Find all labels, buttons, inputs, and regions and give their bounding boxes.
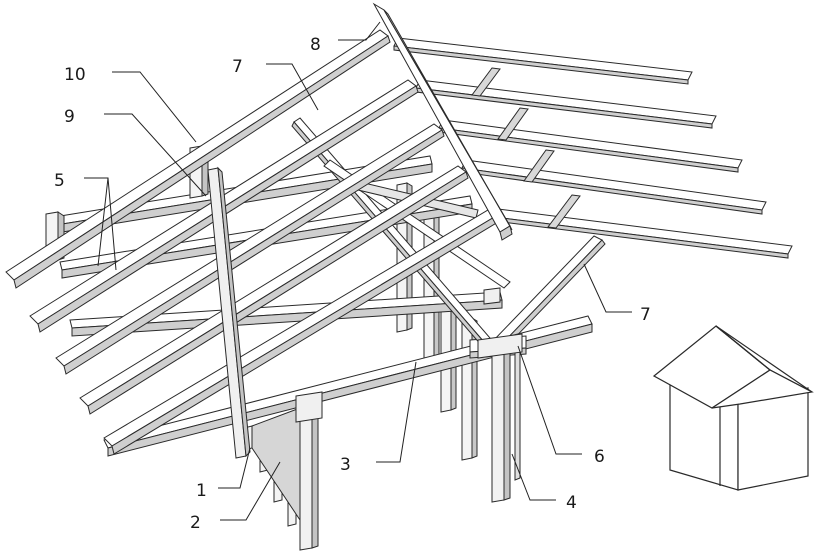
leader-line-7b (583, 263, 632, 313)
rafter (87, 171, 469, 415)
rafter (438, 119, 743, 169)
rafter (415, 79, 717, 125)
rafter (393, 37, 693, 81)
ridge-beam (383, 9, 513, 231)
callout-5: 5 (54, 171, 65, 191)
rafter (485, 215, 789, 259)
callout-1: 1 (196, 481, 207, 501)
strut (217, 166, 251, 458)
block (477, 333, 523, 359)
rafter (63, 129, 445, 375)
post (311, 405, 319, 549)
house-icon (652, 325, 814, 491)
batten (547, 194, 581, 229)
house-hip-line (715, 325, 771, 371)
callout-8: 8 (310, 35, 321, 55)
beam (71, 299, 503, 337)
callout-2: 2 (190, 513, 201, 533)
leader-line-2 (220, 461, 281, 521)
post (299, 405, 313, 551)
batten (523, 149, 555, 183)
leader-line-3 (376, 361, 417, 463)
rafter (485, 207, 793, 255)
rafter (461, 167, 763, 215)
house-wall-right (737, 387, 809, 491)
leader-line-5b (97, 177, 109, 267)
blocks-group (207, 166, 523, 459)
callout-labels: 8 10 7 9 5 7 3 6 1 2 4 (54, 35, 651, 533)
callout-9: 9 (64, 107, 75, 127)
callout-6: 6 (594, 447, 605, 467)
rafter (393, 45, 689, 85)
gable-board (251, 407, 301, 522)
post (491, 347, 505, 503)
hip-rafter-group (491, 235, 606, 351)
leader-line-10 (112, 71, 197, 143)
batten (497, 107, 529, 141)
callout-4: 4 (566, 493, 577, 513)
rafter (37, 85, 419, 333)
house-roof-front (711, 369, 814, 409)
leader-line-8 (338, 21, 381, 41)
block (295, 391, 323, 423)
leader-line-1 (218, 447, 251, 489)
leader-line-7a (266, 63, 319, 111)
ridge-beam-group (372, 2, 513, 241)
callout-7a: 7 (232, 57, 243, 77)
leader-line-9 (104, 113, 207, 197)
leader-lines (84, 21, 632, 521)
post (514, 346, 521, 481)
ridge-beam (499, 225, 513, 241)
studs-group (243, 407, 301, 527)
callout-3: 3 (340, 455, 351, 475)
front-posts-group (299, 346, 521, 551)
callout-10: 10 (64, 65, 86, 85)
leader-line-6 (517, 345, 582, 455)
batten (471, 67, 501, 97)
post (461, 317, 473, 461)
leader-line-4 (511, 453, 556, 501)
callout-7b: 7 (640, 305, 651, 325)
collar-ties-group (291, 117, 511, 347)
post (503, 347, 511, 501)
rafter (13, 35, 391, 289)
rear-rafters-group (393, 37, 793, 259)
block (483, 287, 501, 305)
